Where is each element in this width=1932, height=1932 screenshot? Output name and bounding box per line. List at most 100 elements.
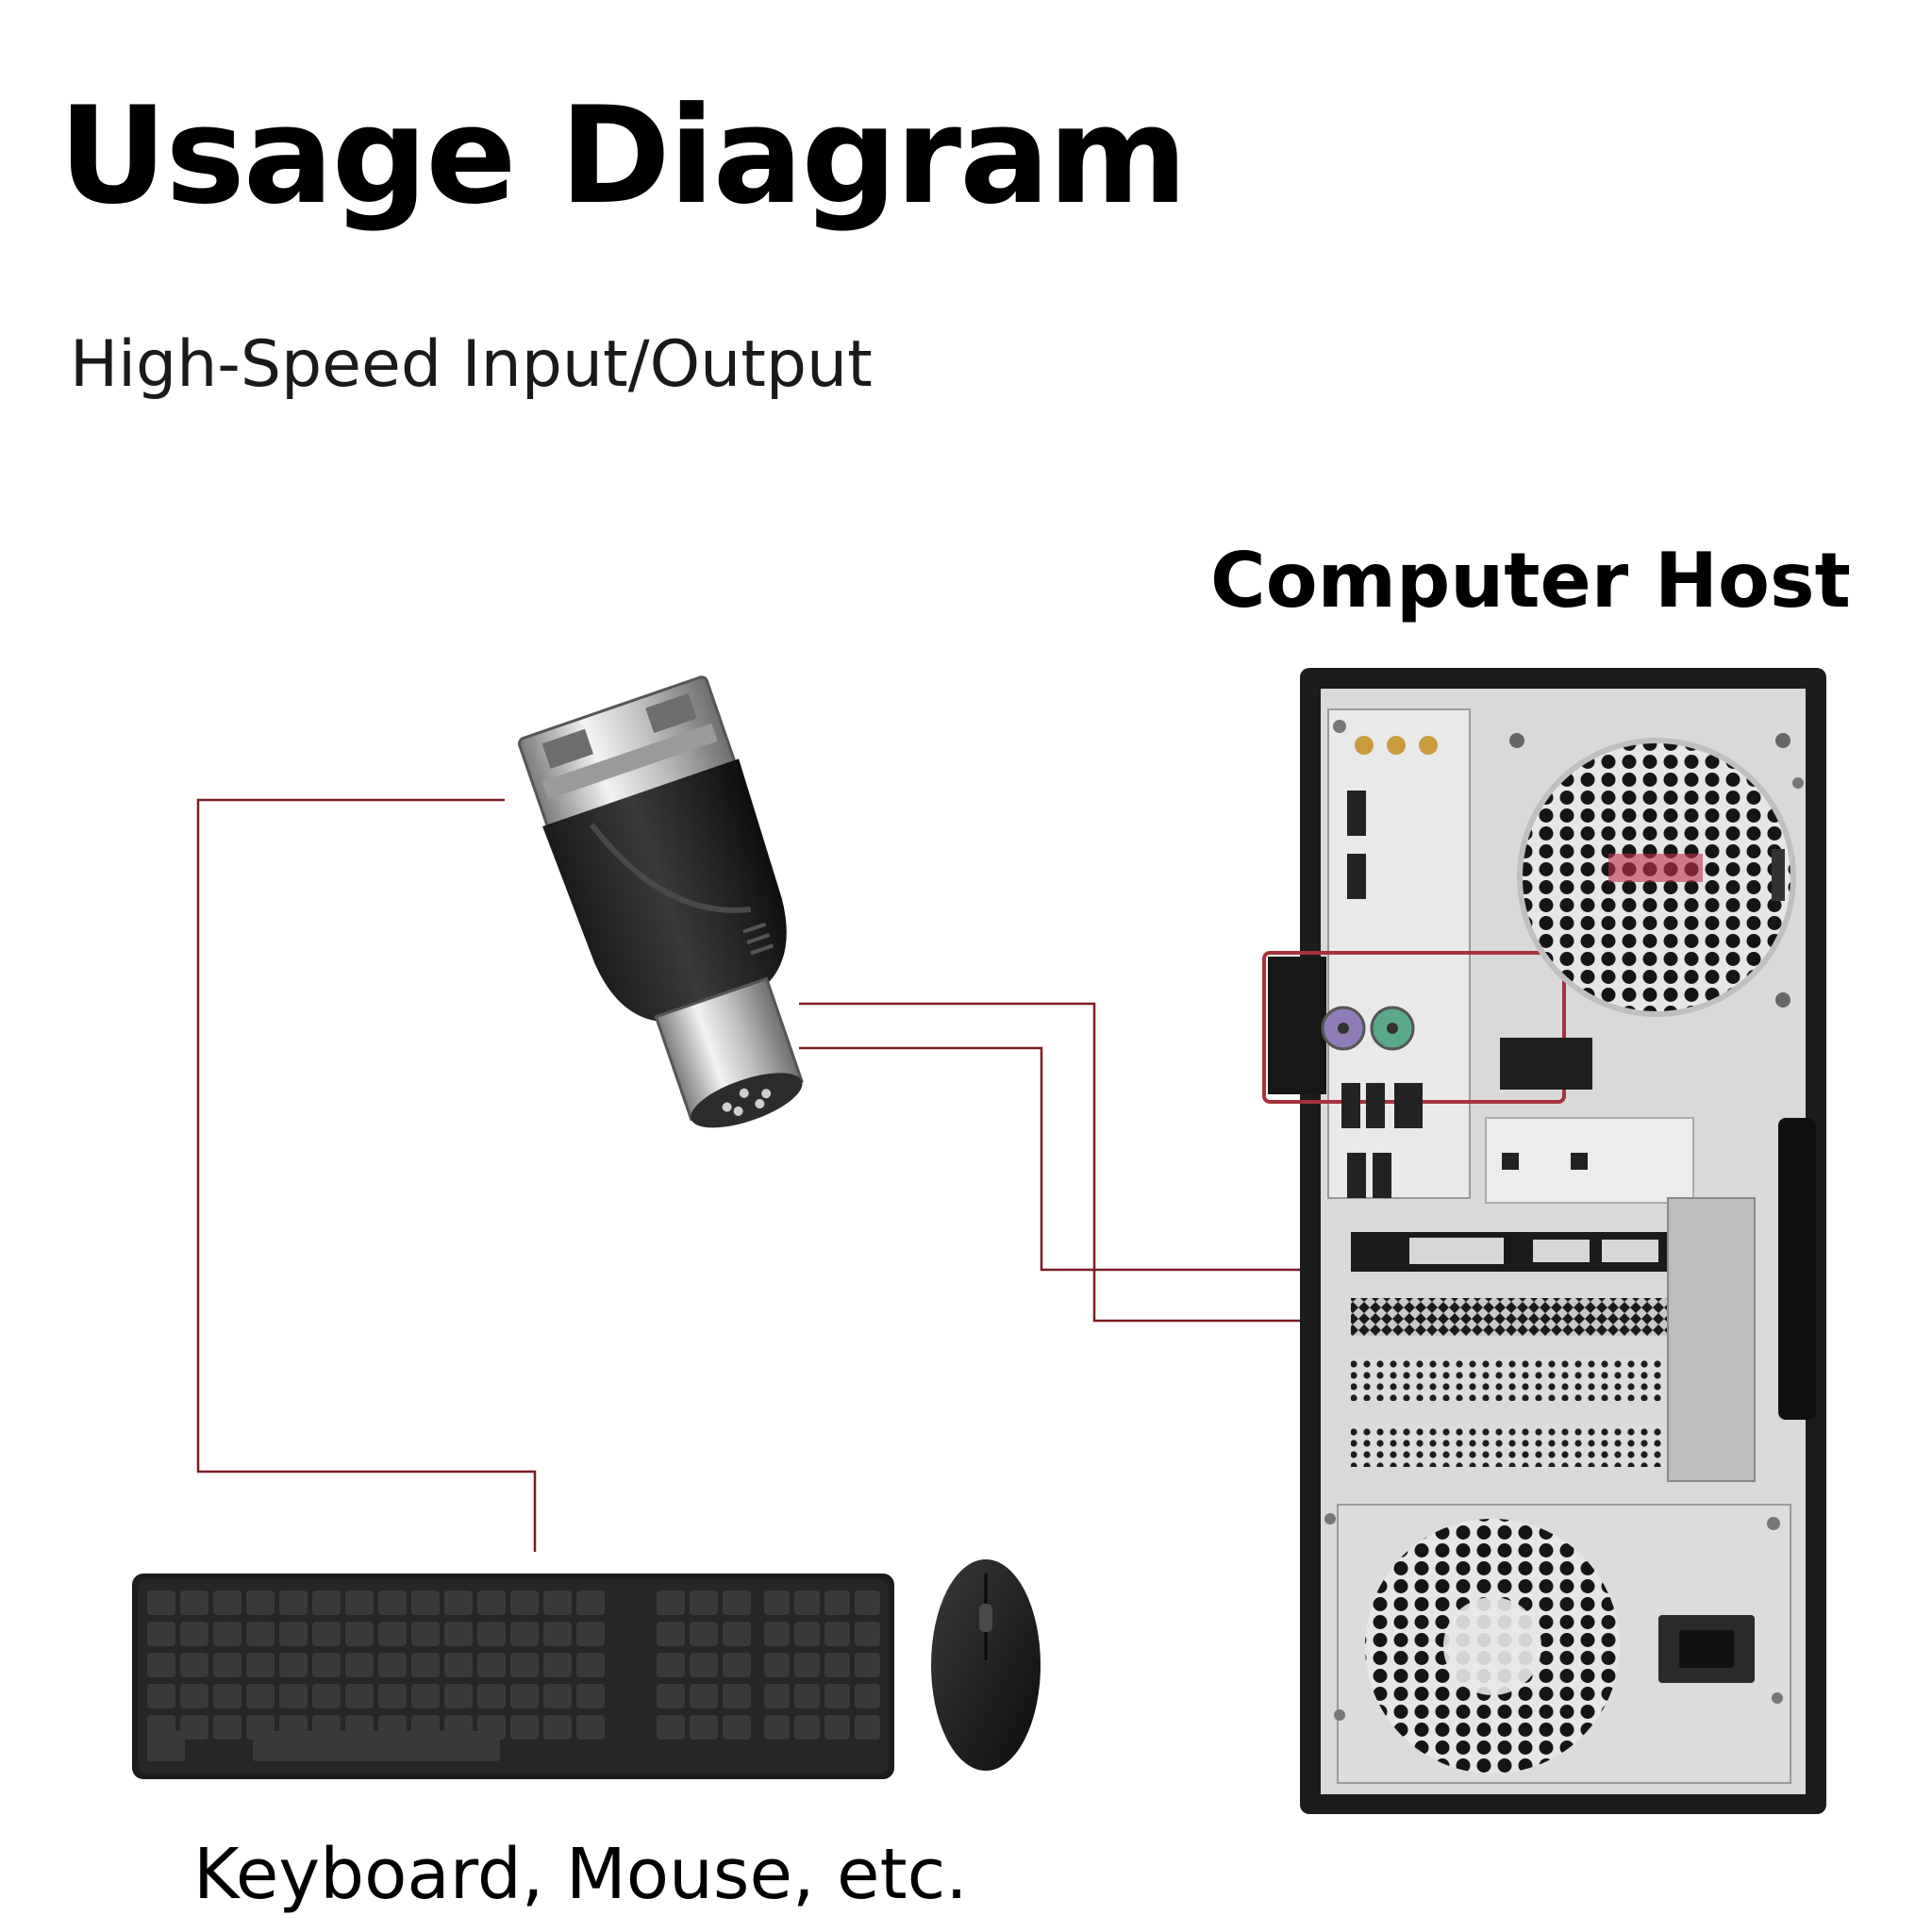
keyboard-key	[312, 1653, 341, 1677]
keyboard-key	[543, 1653, 572, 1677]
keyboard-key	[180, 1591, 208, 1615]
keyboard-key	[147, 1684, 175, 1708]
connector-lines	[196, 798, 1403, 1552]
keyboard-key	[576, 1653, 605, 1677]
keyboard-key	[690, 1684, 718, 1708]
keyboard-key	[378, 1591, 407, 1615]
keyboard-key	[444, 1684, 473, 1708]
keyboard-key	[657, 1591, 685, 1615]
keyboard-key	[147, 1622, 175, 1646]
keyboard-key	[576, 1622, 605, 1646]
keyboard-key	[723, 1591, 751, 1615]
keyboard-key	[378, 1684, 407, 1708]
keyboard-key	[444, 1622, 473, 1646]
keyboard-key	[279, 1622, 308, 1646]
keyboard-key	[576, 1684, 605, 1708]
keyboard-key	[824, 1622, 850, 1646]
keyboard-key	[690, 1653, 718, 1677]
keyboard-key	[180, 1653, 208, 1677]
keyboard-key	[477, 1684, 506, 1708]
keyboard-key	[411, 1653, 440, 1677]
keyboard-key	[723, 1684, 751, 1708]
keyboard-key	[723, 1715, 751, 1740]
keyboard-key	[824, 1715, 850, 1740]
keyboard-key	[180, 1684, 208, 1708]
keyboard-key	[657, 1653, 685, 1677]
keyboard-key	[345, 1591, 374, 1615]
keyboard-key	[543, 1591, 572, 1615]
keyboard-key	[312, 1684, 341, 1708]
keyboard-key	[690, 1715, 718, 1740]
keyboard-key	[794, 1684, 820, 1708]
keyboard-key	[510, 1653, 539, 1677]
keyboard-key	[279, 1653, 308, 1677]
devices-label: Keyboard, Mouse, etc.	[193, 1834, 968, 1915]
keyboard-key	[345, 1684, 374, 1708]
keyboard-key	[246, 1591, 275, 1615]
keyboard-key	[764, 1653, 790, 1677]
keyboard-key	[794, 1622, 820, 1646]
keyboard-key	[246, 1684, 275, 1708]
keyboard-key	[824, 1591, 850, 1615]
keyboard-key	[764, 1715, 790, 1740]
keyboard-key	[855, 1622, 880, 1646]
computer-host-label: Computer Host	[1210, 537, 1851, 625]
keyboard-key	[855, 1653, 880, 1677]
computer-tower-icon	[1262, 668, 1826, 1814]
usb-to-ps2-adapter-icon	[517, 675, 804, 1128]
keyboard-key	[855, 1715, 880, 1740]
keyboard-key	[543, 1715, 572, 1740]
mouse-icon	[931, 1559, 1041, 1771]
keyboard-key	[411, 1684, 440, 1708]
keyboard-key	[855, 1684, 880, 1708]
keyboard-key	[510, 1622, 539, 1646]
keyboard-key	[444, 1591, 473, 1615]
page-subtitle: High-Speed Input/Output	[70, 327, 873, 402]
keyboard-key	[690, 1622, 718, 1646]
keyboard-key	[411, 1622, 440, 1646]
keyboard-key	[345, 1653, 374, 1677]
keyboard-key	[411, 1591, 440, 1615]
keyboard-key	[477, 1622, 506, 1646]
keyboard-key	[477, 1591, 506, 1615]
keyboard-key	[794, 1653, 820, 1677]
keyboard-key	[824, 1653, 850, 1677]
keyboard-key	[723, 1653, 751, 1677]
keyboard-key	[510, 1715, 539, 1740]
keyboard-key	[180, 1622, 208, 1646]
keyboard-key	[345, 1622, 374, 1646]
keyboard-key	[246, 1653, 275, 1677]
keyboard-key	[657, 1684, 685, 1708]
keyboard-key	[279, 1684, 308, 1708]
keyboard-key	[246, 1622, 275, 1646]
keyboard-key	[312, 1591, 341, 1615]
keyboard-key	[180, 1715, 208, 1740]
keyboard-keys	[147, 1591, 880, 1740]
keyboard-key	[213, 1622, 242, 1646]
keyboard-key	[657, 1715, 685, 1740]
keyboard-key	[543, 1622, 572, 1646]
keyboard-key	[510, 1684, 539, 1708]
keyboard-key	[213, 1684, 242, 1708]
keyboard-key	[690, 1591, 718, 1615]
keyboard-key	[444, 1653, 473, 1677]
keyboard-key	[576, 1591, 605, 1615]
keyboard-icon	[132, 1574, 894, 1779]
keyboard-key	[764, 1622, 790, 1646]
keyboard-key	[794, 1715, 820, 1740]
keyboard-key	[510, 1591, 539, 1615]
keyboard-key	[543, 1684, 572, 1708]
keyboard-key	[764, 1591, 790, 1615]
keyboard-key	[477, 1653, 506, 1677]
keyboard-key	[312, 1622, 341, 1646]
keyboard-key	[794, 1591, 820, 1615]
adapter-to-keyboard-line	[196, 798, 537, 1552]
keyboard-key	[764, 1684, 790, 1708]
keyboard-key	[147, 1653, 175, 1677]
keyboard-key	[576, 1715, 605, 1740]
keyboard-key	[855, 1591, 880, 1615]
keyboard-key	[147, 1591, 175, 1615]
keyboard-key	[657, 1622, 685, 1646]
keyboard-key	[723, 1622, 751, 1646]
